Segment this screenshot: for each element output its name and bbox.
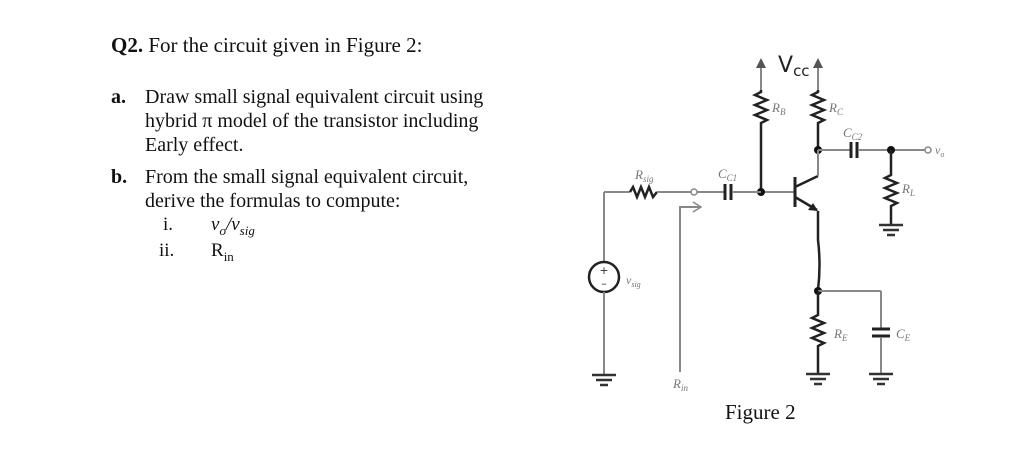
subitem-i-label: i.: [163, 214, 174, 235]
cc2-label: CC2: [843, 125, 863, 142]
formula-vo: v: [211, 214, 220, 235]
formula-vsig: /v: [225, 214, 240, 235]
formula-rin: R: [211, 240, 224, 261]
rb-resistor: [751, 90, 771, 192]
formula-vo-sub: o: [219, 222, 226, 238]
svg-text:–: –: [601, 277, 607, 290]
ground-source: [592, 373, 616, 387]
vcc-arrow-right: [813, 58, 823, 90]
svg-text:+: +: [599, 264, 608, 277]
part-a-line-2: hybrid π model of the transistor includi…: [145, 110, 479, 132]
rb-label: RB: [771, 100, 786, 117]
vcc-label: Vcc: [778, 53, 810, 80]
cc1-label: CC1: [718, 166, 737, 183]
ground-ce: [869, 372, 893, 386]
rin-arrow: [679, 201, 703, 372]
subitem-ii-formula: Rin: [211, 240, 234, 265]
ce-label: CE: [896, 326, 911, 343]
vsig-source: + –: [587, 260, 621, 294]
part-b-line-2: derive the formulas to compute:: [145, 190, 401, 212]
input-terminal: [690, 188, 698, 196]
part-b-label: b.: [111, 166, 128, 188]
rl-resistor: [881, 150, 901, 225]
rl-label: RL: [901, 181, 915, 198]
rin-label: Rin: [672, 376, 688, 393]
question-number: Q2.: [111, 33, 144, 57]
vo-label: vo: [935, 143, 944, 159]
subitem-i: i. vo/vsig: [163, 214, 255, 238]
cc1-capacitor: [723, 184, 733, 200]
part-a-label: a.: [111, 86, 126, 108]
subitem-i-formula: vo/vsig: [211, 214, 255, 239]
bjt-transistor: [761, 150, 821, 291]
vcc-arrow-left: [756, 58, 766, 90]
part-a-line-1: Draw small signal equivalent circuit usi…: [145, 86, 484, 108]
cc2-capacitor: [849, 142, 859, 158]
ground-re: [806, 372, 830, 386]
question-title: Q2. For the circuit given in Figure 2:: [111, 33, 422, 58]
re-label: RE: [833, 326, 848, 343]
vsig-label: vsig: [626, 273, 641, 289]
part-b-line-1: From the small signal equivalent circuit…: [145, 166, 469, 188]
rsig-resistor: [628, 183, 658, 201]
re-resistor: [808, 291, 828, 373]
part-a-line-3: Early effect.: [145, 134, 244, 156]
figure-caption: Figure 2: [725, 400, 796, 424]
ce-capacitor: [872, 327, 890, 373]
ground-rl: [879, 223, 903, 237]
vo-terminal: [924, 146, 932, 154]
rsig-label: Rsig: [634, 167, 654, 184]
question-title-text: For the circuit given in Figure 2:: [148, 33, 423, 57]
subitem-ii: ii. Rin: [159, 240, 234, 264]
rc-label: RC: [828, 100, 844, 117]
rc-resistor: [808, 90, 828, 150]
formula-rin-sub: in: [223, 248, 234, 264]
subitem-ii-label: ii.: [159, 240, 175, 261]
formula-vsig-sub: sig: [239, 222, 255, 238]
